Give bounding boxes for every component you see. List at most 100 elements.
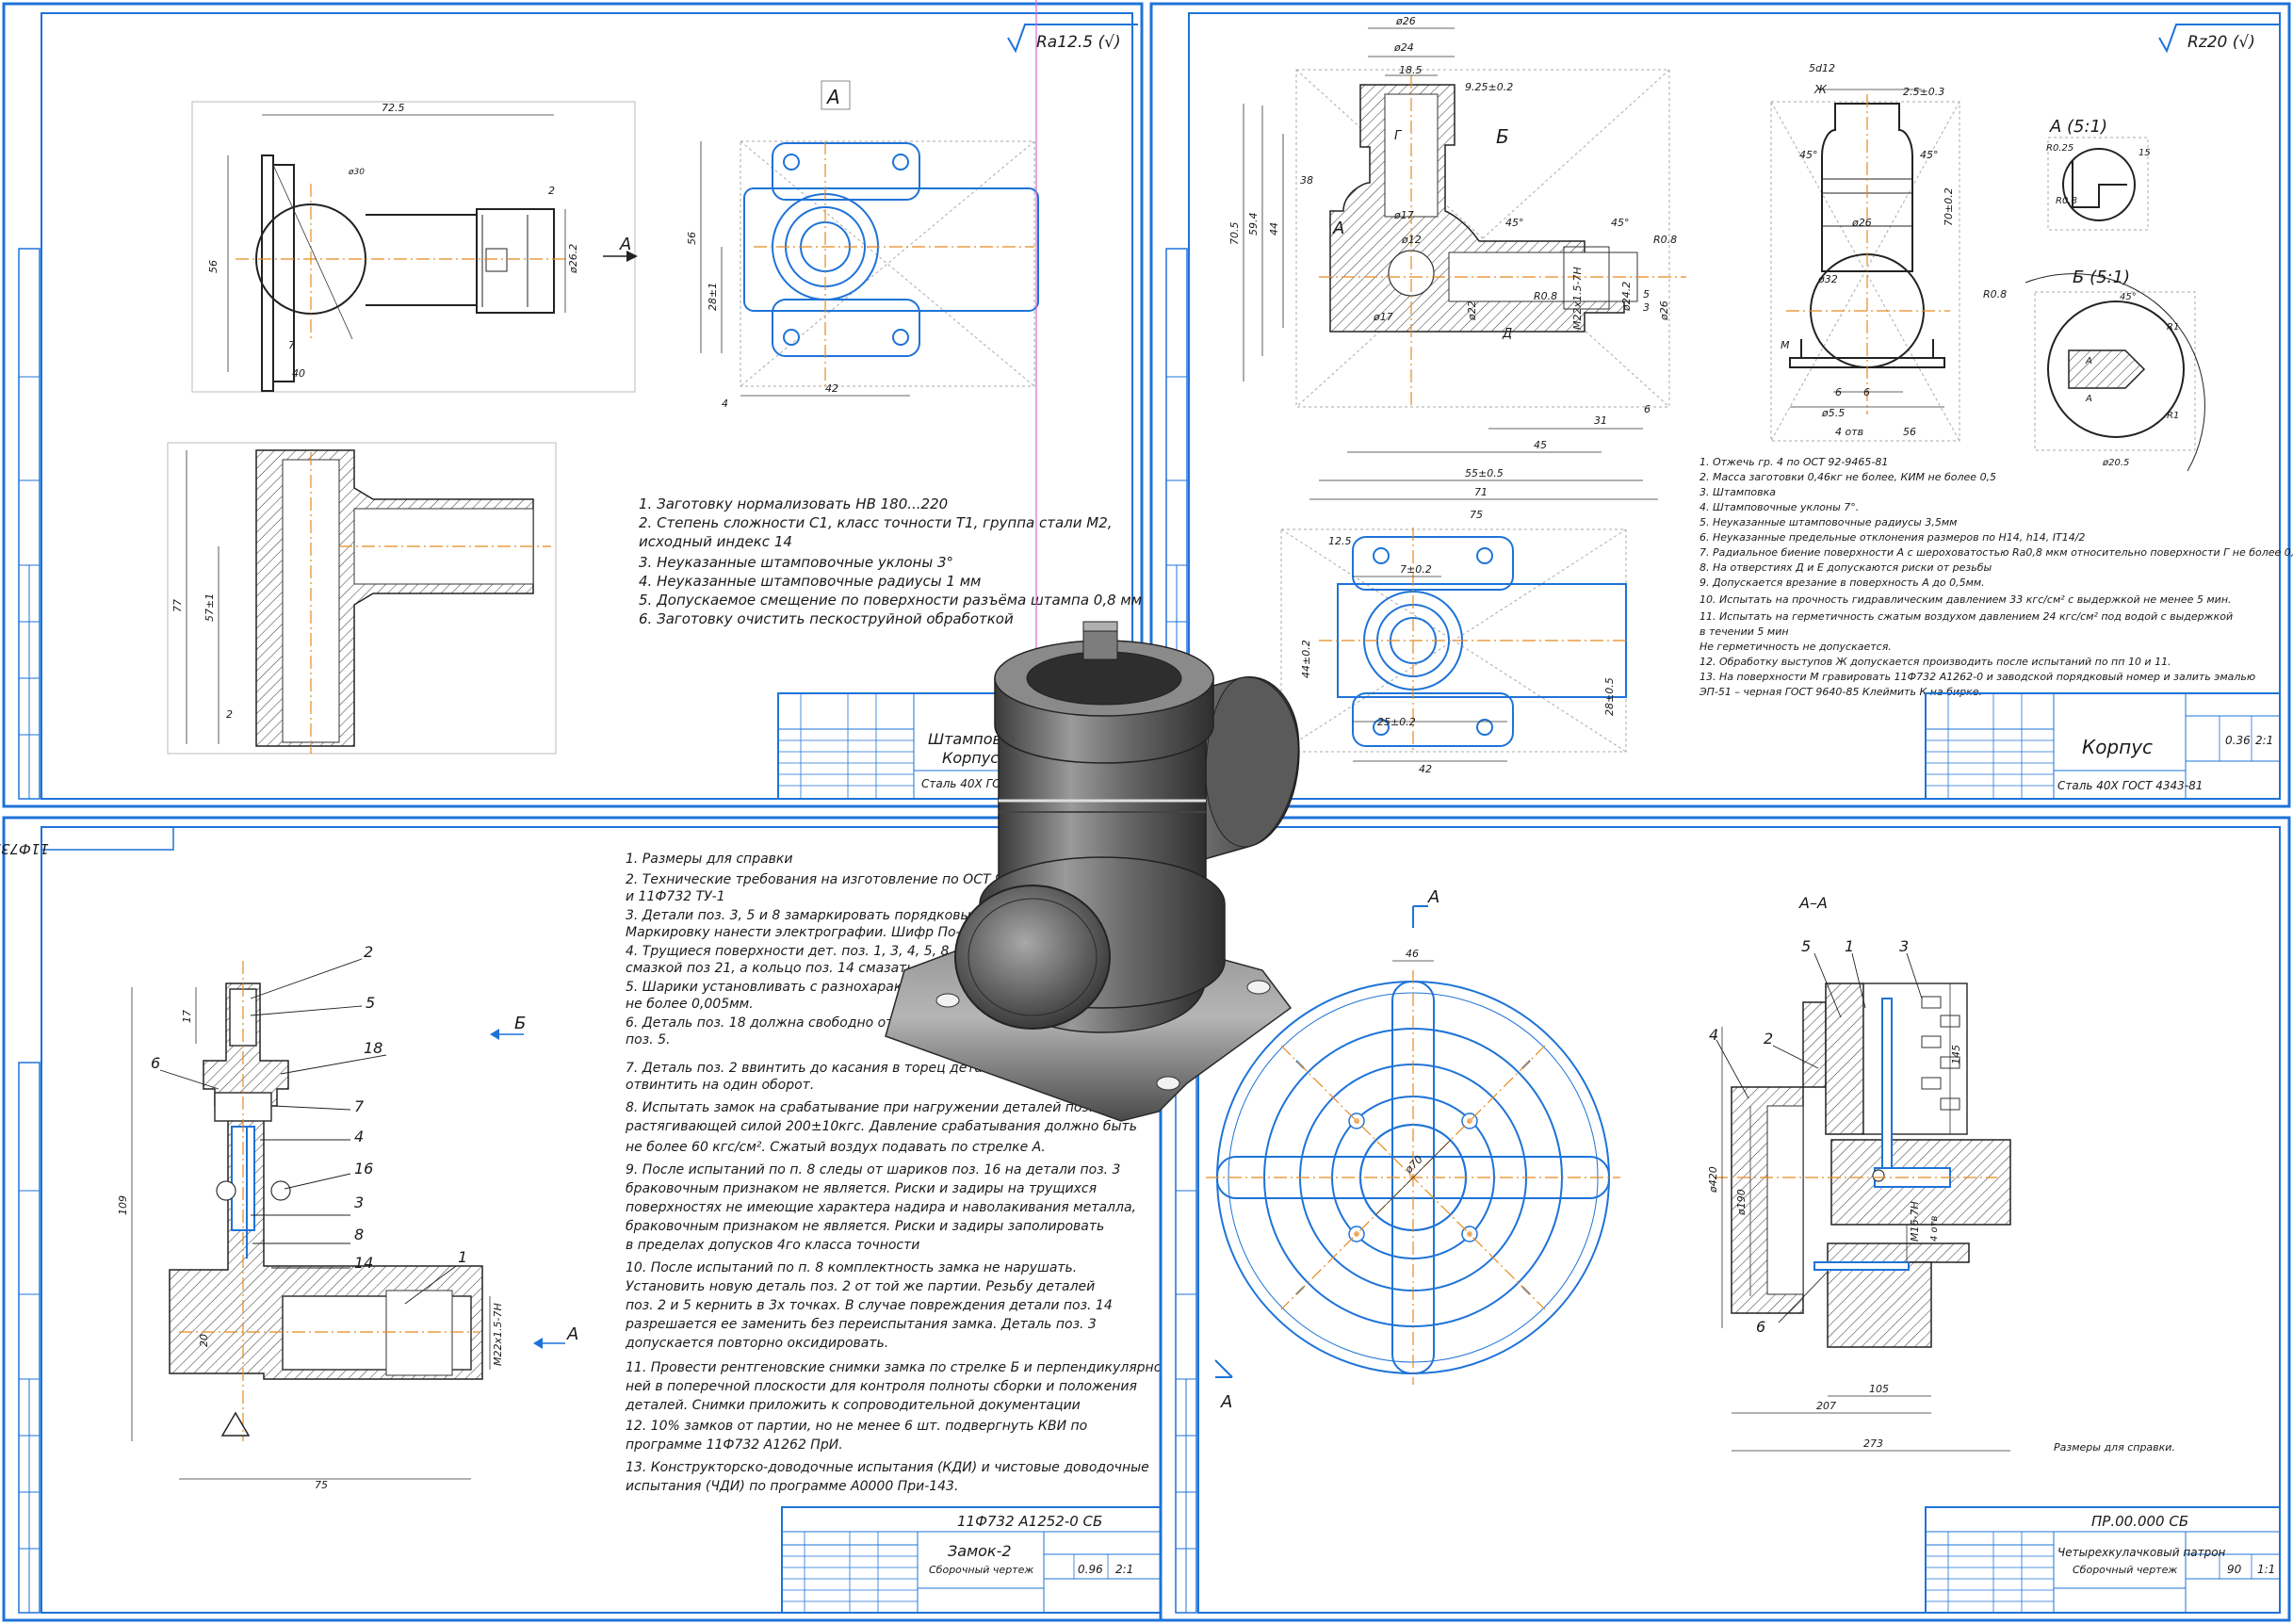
svg-text:разрешается ее заменить без пе: разрешается ее заменить без переиспытани… (625, 1317, 1097, 1332)
svg-text:75: 75 (315, 1479, 328, 1491)
svg-text:поз. 2 и 5 кернить в 3х точках: поз. 2 и 5 кернить в 3х точках. В случае… (626, 1298, 1113, 1313)
lock-tech-notes: 1. Размеры для справки 2. Технические тр… (625, 852, 1175, 1494)
svg-text:6. Деталь поз. 18 должна свобо: 6. Деталь поз. 18 должна свободно от рук… (626, 1015, 959, 1031)
svg-text:2: 2 (1764, 1030, 1773, 1047)
svg-text:45°: 45° (1611, 217, 1630, 229)
svg-text:поз. 5.: поз. 5. (626, 1032, 670, 1047)
svg-text:25±0.2: 25±0.2 (1377, 716, 1416, 728)
svg-text:3. Штамповка: 3. Штамповка (1699, 486, 1776, 498)
svg-text:M: M (1781, 339, 1790, 351)
svg-text:6: 6 (1756, 1318, 1765, 1336)
body-end-view: 2.5±0.3 5d12 Ж 45° 45° ø26 70±0.2 ø32 6 … (1770, 62, 2007, 442)
svg-text:4 отв: 4 отв (1835, 426, 1863, 438)
svg-text:55±0.5: 55±0.5 (1465, 467, 1504, 479)
svg-text:16: 16 (354, 1160, 373, 1177)
chuck-front-view: 46 ø70 А А (1206, 887, 1620, 1412)
svg-text:3: 3 (354, 1194, 364, 1211)
svg-text:31: 31 (1594, 414, 1607, 427)
svg-text:5. Неуказанные штамповочные ра: 5. Неуказанные штамповочные радиусы 3,5м… (1699, 516, 1957, 528)
svg-text:M22x1.5-7H: M22x1.5-7H (1571, 267, 1584, 330)
svg-text:в течении 5 мин: в течении 5 мин (1699, 625, 1789, 638)
svg-text:Корпус: Корпус (2082, 736, 2153, 758)
svg-text:9.25±0.2: 9.25±0.2 (1465, 81, 1513, 93)
svg-text:1. Размеры для справки: 1. Размеры для справки (626, 852, 792, 867)
svg-text:40: 40 (292, 367, 305, 380)
svg-text:ЭП-51 – черная ГОСТ 9640-85 Кл: ЭП-51 – черная ГОСТ 9640-85 Клеймить К н… (1699, 686, 1982, 698)
forging-view-a: А 56 28±1 42 4 (686, 80, 1039, 410)
body-plan-view: 7±0.2 25±0.2 42 28±0.5 44±0.2 12.5 (1280, 528, 1627, 775)
svg-text:Корпус: Корпус (942, 749, 999, 767)
svg-text:Сборочный чертеж: Сборочный чертеж (2073, 1564, 2177, 1576)
svg-text:6: 6 (1644, 403, 1651, 415)
svg-text:5. Допускаемое смещение по пов: 5. Допускаемое смещение по поверхности р… (639, 592, 1142, 609)
svg-text:ø20.5: ø20.5 (2102, 458, 2129, 468)
svg-text:45°: 45° (1920, 149, 1939, 161)
svg-text:2.5±0.3: 2.5±0.3 (1903, 86, 1944, 98)
svg-text:исходный индекс 14: исходный индекс 14 (639, 533, 792, 550)
svg-text:2. Степень сложности С1, класс: 2. Степень сложности С1, класс точности … (639, 514, 1113, 531)
svg-text:13. На поверхности М гравирова: 13. На поверхности М гравировать 11Ф732 … (1699, 671, 2255, 683)
svg-text:4. Штамповочные уклоны 7°.: 4. Штамповочные уклоны 7°. (1699, 501, 1859, 513)
svg-text:M22x1.5-7H: M22x1.5-7H (492, 1303, 504, 1366)
drawing-code-stamp: 11Ф732 А1252-0 СБ (0, 840, 49, 857)
svg-text:Установить новую деталь поз. 2: Установить новую деталь поз. 2 от той же… (626, 1279, 1095, 1294)
svg-text:70±0.2: 70±0.2 (1943, 187, 1955, 226)
body-section-view: ø26 ø24 18.5 9.25±0.2 70.5 59.4 44 38 А … (1228, 15, 1686, 521)
svg-text:1. Заготовку нормализовать НВ: 1. Заготовку нормализовать НВ 180...220 (639, 495, 948, 512)
svg-text:R1: R1 (2167, 411, 2179, 421)
svg-text:не более 60 кгс/см². Сжатый во: не более 60 кгс/см². Сжатый воздух подав… (626, 1140, 1046, 1155)
sheet-chuck-assembly: 46 ø70 А А А–А (1159, 816, 2291, 1622)
svg-text:2:1: 2:1 (2255, 734, 2273, 747)
svg-text:отвинтить на один оборот.: отвинтить на один оборот. (626, 1078, 814, 1093)
svg-text:10. Испытать на прочность гидр: 10. Испытать на прочность гидравлическим… (1699, 593, 2232, 606)
svg-text:17: 17 (181, 1010, 193, 1023)
svg-text:11. Испытать на герметичность: 11. Испытать на герметичность сжатым воз… (1699, 610, 2233, 623)
svg-text:4: 4 (722, 398, 728, 410)
body-title-block: Корпус Сталь 40Х ГОСТ 4343-81 0.36 2:1 (1925, 692, 2281, 800)
svg-text:2: 2 (548, 185, 555, 197)
svg-text:А–А: А–А (1798, 894, 1828, 912)
lock-assembly-section: 2 5 18 6 7 4 16 3 8 14 1 109 17 20 75 M2… (117, 943, 578, 1491)
svg-text:Не герметичность не допускаетс: Не герметичность не допускается. (1699, 641, 1892, 653)
svg-text:ПР.00.000 СБ: ПР.00.000 СБ (2091, 1513, 2188, 1530)
svg-text:5: 5 (1643, 288, 1650, 300)
svg-text:59.4: 59.4 (1247, 213, 1260, 236)
svg-text:R0.8: R0.8 (1534, 290, 1557, 302)
svg-text:ø30: ø30 (348, 168, 365, 177)
svg-text:ø22: ø22 (1466, 300, 1478, 321)
svg-text:Б: Б (514, 1014, 526, 1033)
svg-text:Замок-2: Замок-2 (948, 1542, 1012, 1560)
svg-text:2: 2 (364, 943, 373, 961)
svg-text:109: 109 (117, 1195, 129, 1215)
svg-text:71: 71 (1474, 486, 1488, 498)
svg-text:28±1: 28±1 (707, 283, 719, 311)
svg-text:Четырехкулачковый патрон: Четырехкулачковый патрон (2057, 1546, 2226, 1559)
forging-front-view: ø30 72.5 56 ø26.2 А 7 40 2 (207, 102, 638, 392)
svg-text:А: А (2085, 394, 2092, 404)
svg-text:12. Обработку выступов Ж допус: 12. Обработку выступов Ж допускается про… (1699, 656, 2171, 668)
svg-text:45°: 45° (1799, 149, 1818, 161)
svg-text:38: 38 (1300, 174, 1313, 187)
svg-text:14: 14 (354, 1254, 373, 1272)
svg-text:испытания (ЧДИ) по программе А: испытания (ЧДИ) по программе А0000 При-1… (626, 1479, 958, 1494)
svg-text:45: 45 (1534, 439, 1547, 451)
svg-text:Б: Б (1496, 125, 1509, 148)
svg-text:ø190: ø190 (1735, 1189, 1748, 1216)
svg-text:9. Допускается врезание в пове: 9. Допускается врезание в поверхность А … (1699, 577, 1985, 589)
roughness-mark: Ra12.5 (√) (1036, 33, 1121, 52)
view-label-a: А (825, 86, 840, 108)
chuck-title-block: ПР.00.000 СБ Четырехкулачковый патрон Сб… (1925, 1506, 2281, 1614)
svg-text:11. Провести рентгеновские сни: 11. Провести рентгеновские снимки замка … (626, 1360, 1175, 1375)
arrow-label-a: А (619, 235, 631, 254)
svg-text:70.5: 70.5 (1228, 222, 1241, 246)
svg-text:4: 4 (354, 1128, 364, 1145)
svg-text:5: 5 (366, 994, 375, 1012)
svg-text:42: 42 (825, 382, 838, 395)
svg-text:R0.8: R0.8 (2056, 196, 2077, 206)
svg-text:ø12: ø12 (1401, 234, 1422, 246)
svg-text:15: 15 (2139, 148, 2151, 158)
svg-text:7: 7 (288, 339, 295, 351)
svg-text:6. Заготовку очистить пескостр: 6. Заготовку очистить пескоструйной обра… (639, 610, 1014, 627)
svg-text:не более 0,005мм.: не более 0,005мм. (626, 997, 754, 1012)
svg-text:3: 3 (1899, 937, 1909, 955)
